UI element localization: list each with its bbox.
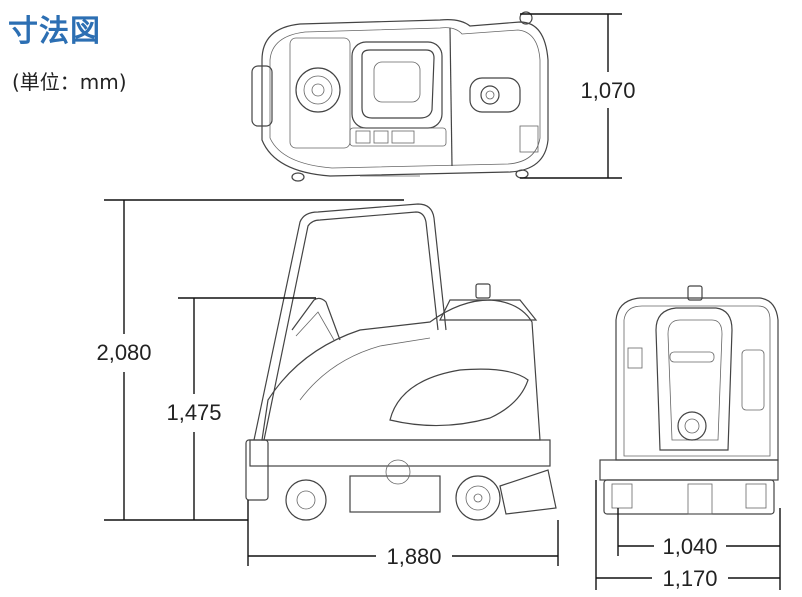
dim-label-1880: 1,880 <box>386 544 441 569</box>
dim-1170: 1,170 <box>595 480 781 591</box>
dim-1475: 1,475 <box>166 297 316 520</box>
dim-label-2080: 2,080 <box>96 340 151 365</box>
dim-1070: 1,070 <box>520 13 636 179</box>
page-title: 寸法図 <box>8 14 101 49</box>
front-view-drawing <box>599 285 779 515</box>
dim-label-1170: 1,170 <box>662 566 717 591</box>
dim-label-1475: 1,475 <box>166 400 221 425</box>
dim-1040: 1,040 <box>617 508 781 559</box>
dim-label-1070: 1,070 <box>580 78 635 103</box>
top-view-drawing <box>251 11 549 182</box>
dim-1880: 1,880 <box>247 500 559 569</box>
side-view-drawing <box>245 203 557 521</box>
unit-label: (単位：mm) <box>12 70 127 94</box>
dim-2080: 2,080 <box>96 199 404 521</box>
dim-label-1040: 1,040 <box>662 534 717 559</box>
